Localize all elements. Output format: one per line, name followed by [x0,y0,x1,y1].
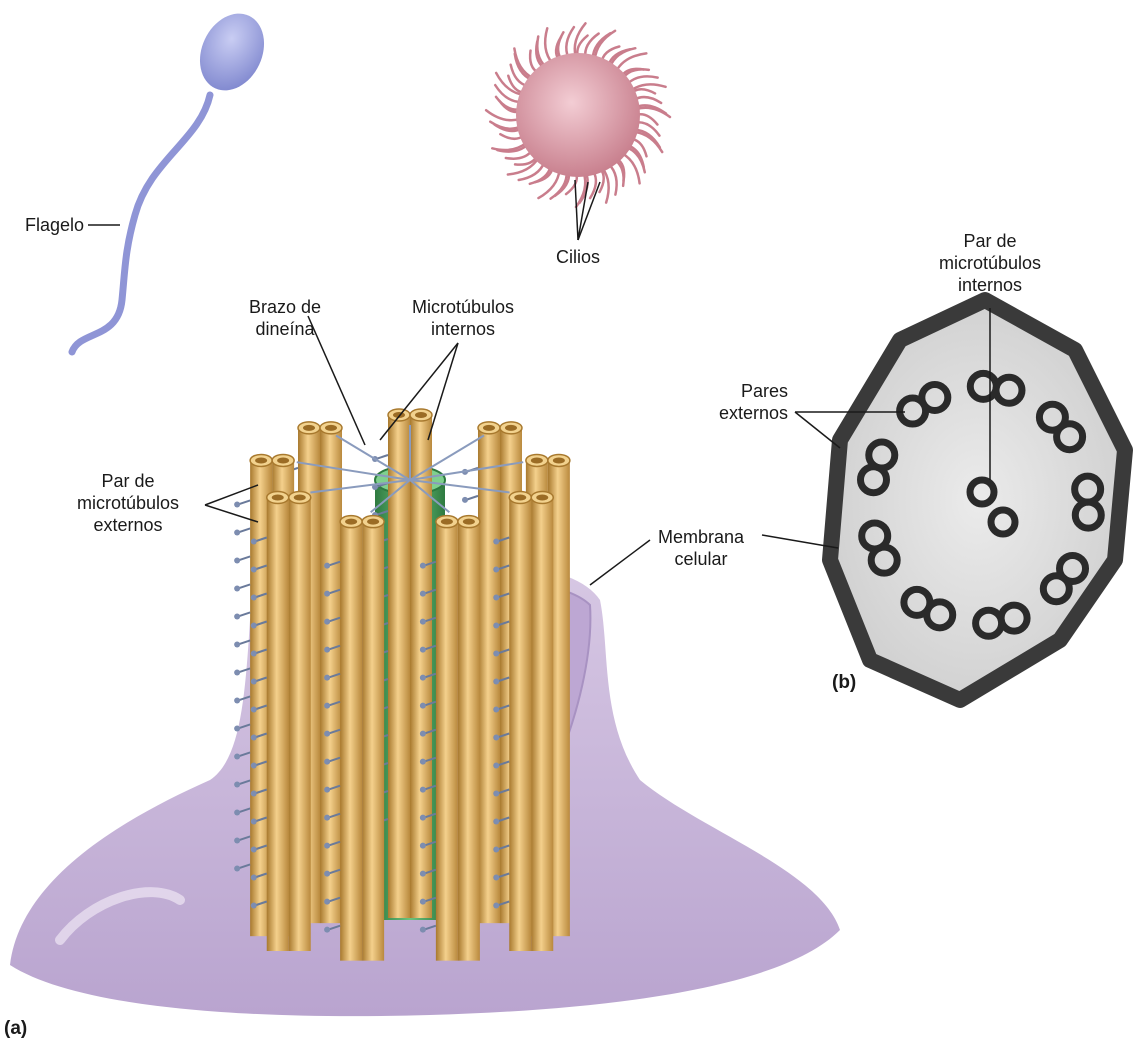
axoneme [234,409,570,961]
label-membrana-celular: Membrana celular [642,526,760,570]
cilium [545,28,552,63]
sperm-head [188,3,276,101]
ciliated-cell-body [516,53,640,177]
cilium [609,164,617,194]
label-pares-externos: Pares externos [690,380,788,424]
label-flagelo: Flagelo [0,214,84,236]
cilium [636,108,670,117]
cilium [490,122,521,129]
panel-label-a: (a) [4,1018,27,1040]
label-microtubulos-internos: Microtúbulos internos [388,296,538,340]
cilium [627,76,657,84]
label-cilios: Cilios [538,246,618,268]
panel-label-b: (b) [832,672,856,694]
flagellum [72,95,210,352]
label-par-microtubulos-externos: Par de microtúbulos externos [58,470,198,536]
ciliated-cell [486,23,670,207]
label-par-microtubulos-internos: Par de microtúbulos internos [920,230,1060,296]
cilium [566,27,574,58]
label-brazo-dineina: Brazo de dineína [225,296,345,340]
micrograph [830,300,1125,700]
